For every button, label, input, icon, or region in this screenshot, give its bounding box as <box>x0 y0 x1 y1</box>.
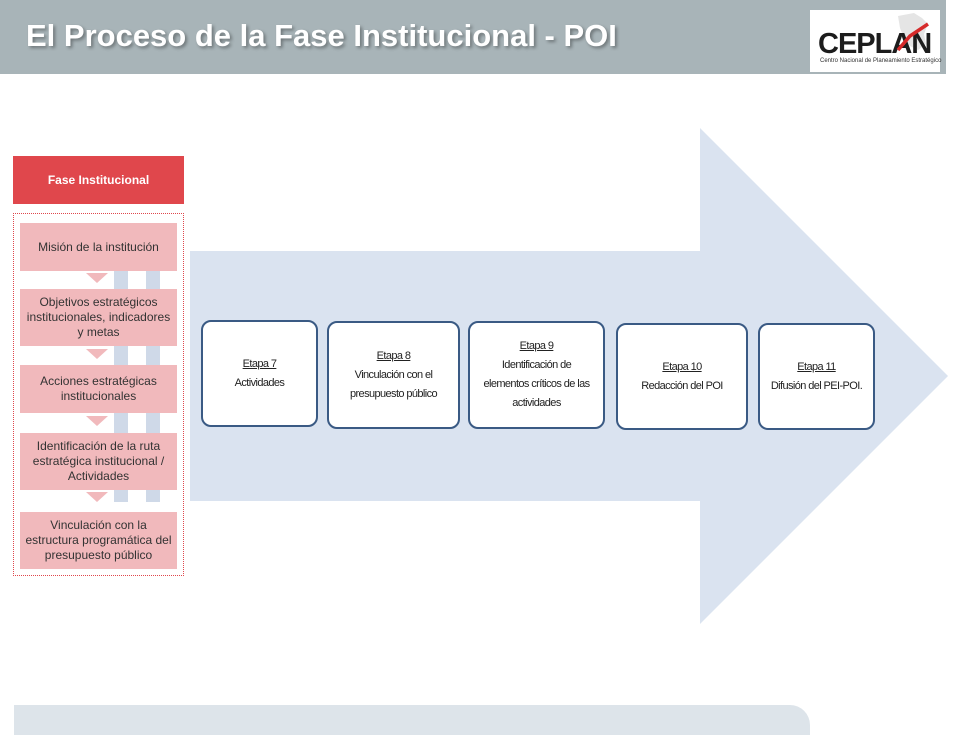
phase-step: Identificación de la ruta estratégica in… <box>20 433 177 490</box>
stage-box-11: Etapa 11 Difusión del PEI-POI. <box>758 323 875 430</box>
step-arrow-icon <box>86 416 108 426</box>
step-arrow-icon <box>86 273 108 283</box>
stage-label: Etapa 10 <box>662 360 702 373</box>
stage-text: Actividades <box>234 376 285 389</box>
stage-box-8: Etapa 8 Vinculación con el presupuesto p… <box>327 321 460 429</box>
ceplan-logo: CEPLAN Centro Nacional de Planeamiento E… <box>810 10 942 72</box>
stage-box-10: Etapa 10 Redacción del POI <box>616 323 748 430</box>
phase-step: Objetivos estratégicos institucionales, … <box>20 289 177 346</box>
stage-label: Etapa 9 <box>519 340 554 352</box>
phase-step: Misión de la institución <box>20 223 177 271</box>
stage-text: Vinculación con el presupuesto público <box>349 368 438 400</box>
stage-text: Redacción del POI <box>641 379 723 392</box>
phase-panel <box>13 213 184 576</box>
stage-label: Etapa 11 <box>797 360 836 373</box>
peru-map-shape <box>898 13 928 50</box>
stage-box-7: Etapa 7 Actividades <box>201 320 318 427</box>
stage-label: Etapa 7 <box>242 357 277 370</box>
step-arrow-icon <box>86 492 108 502</box>
check-mark-icon <box>896 22 929 52</box>
logo-tagline: Centro Nacional de Planeamiento Estratég… <box>820 58 942 64</box>
stage-box-9: Etapa 9 Identificación de elementos crít… <box>468 321 605 429</box>
stage-text: Identificación de elementos críticos de … <box>483 359 590 409</box>
phase-panel-title: Fase Institucional <box>13 156 184 204</box>
step-arrow-icon <box>86 349 108 359</box>
stage-text: Difusión del PEI-POI. <box>770 379 863 392</box>
header-bar: El Proceso de la Fase Institucional - PO… <box>0 0 946 74</box>
stage-label: Etapa 8 <box>376 349 411 362</box>
page-title: El Proceso de la Fase Institucional - PO… <box>26 18 617 53</box>
phase-step: Acciones estratégicas institucionales <box>20 365 177 413</box>
phase-step: Vinculación con la estructura programáti… <box>20 512 177 569</box>
logo-graphic: CEPLAN <box>818 13 932 60</box>
footer-bar <box>14 705 810 735</box>
